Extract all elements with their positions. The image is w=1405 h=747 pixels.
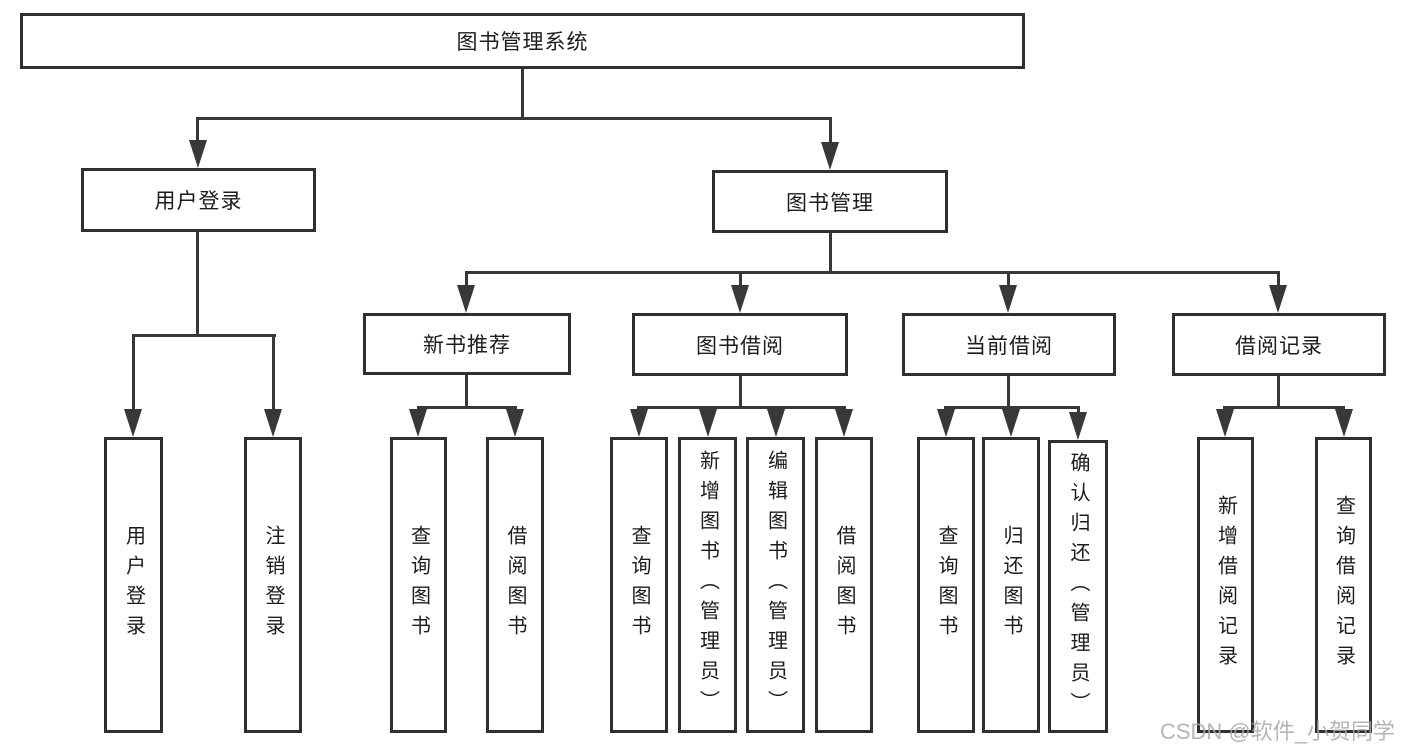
connector-vline [272, 334, 275, 412]
leaf-query-books-recommend: 查询图书 [390, 437, 447, 733]
node-current-borrowing: 当前借阅 [902, 313, 1116, 376]
connector-arrowhead [457, 285, 475, 313]
connector-arrowhead [264, 409, 282, 437]
leaf-borrow-books-borrowing-label: 借阅图书 [833, 525, 855, 645]
leaf-add-book-admin: 新增图书（管理员） [678, 437, 737, 733]
connector-arrowhead [999, 285, 1017, 313]
connector-vline [465, 271, 468, 288]
leaf-borrow-books-recommend-label: 借阅图书 [504, 525, 526, 645]
node-user-login: 用户登录 [81, 168, 316, 232]
connector-vline [196, 232, 199, 336]
connector-hline [196, 117, 832, 120]
leaf-query-borrow-record: 查询借阅记录 [1315, 437, 1372, 733]
leaf-add-borrow-record: 新增借阅记录 [1197, 437, 1254, 733]
leaf-query-books-recommend-label: 查询图书 [407, 525, 430, 645]
connector-arrowhead [630, 409, 648, 437]
leaf-user-login-label: 用户登录 [122, 525, 145, 645]
node-borrow-records-label: 借阅记录 [1235, 334, 1323, 358]
leaf-query-books-current: 查询图书 [917, 437, 975, 733]
leaf-logout: 注销登录 [244, 437, 302, 733]
connector-arrowhead [1335, 409, 1353, 437]
connector-hline [417, 406, 517, 409]
leaf-edit-book-admin-label: 编辑图书（管理员） [764, 450, 787, 720]
connector-arrowhead [821, 142, 839, 170]
connector-arrowhead [124, 409, 142, 437]
connector-arrowhead [731, 285, 749, 313]
connector-vline [1007, 271, 1010, 288]
connector-hline [132, 334, 276, 337]
leaf-query-books-borrowing: 查询图书 [610, 437, 668, 733]
node-book-borrowing-label: 图书借阅 [696, 334, 784, 358]
leaf-return-books: 归还图书 [982, 437, 1040, 733]
connector-hline [1223, 406, 1345, 409]
connector-vline [1077, 406, 1080, 415]
connector-arrowhead [409, 409, 427, 437]
node-book-borrowing: 图书借阅 [632, 313, 848, 376]
connector-arrowhead [835, 409, 853, 437]
leaf-borrow-books-borrowing: 借阅图书 [815, 437, 873, 733]
node-new-book-recommend-label: 新书推荐 [423, 334, 511, 357]
connector-arrowhead [699, 409, 717, 437]
leaf-query-borrow-record-label: 查询借阅记录 [1332, 495, 1355, 675]
connector-arrowhead [1002, 409, 1020, 437]
leaf-add-book-admin-label: 新增图书（管理员） [696, 450, 719, 720]
node-root-label: 图书管理系统 [456, 31, 589, 54]
connector-vline [465, 375, 468, 408]
node-book-management: 图书管理 [712, 170, 948, 233]
connector-arrowhead [767, 409, 785, 437]
leaf-return-books-label: 归还图书 [1000, 525, 1022, 645]
connector-vline [196, 117, 199, 143]
connector-hline [637, 406, 846, 409]
connector-vline [1277, 271, 1280, 288]
leaf-confirm-return-admin: 确认归还（管理员） [1048, 440, 1108, 733]
leaf-add-borrow-record-label: 新增借阅记录 [1214, 495, 1237, 675]
node-borrow-records: 借阅记录 [1172, 313, 1386, 376]
connector-arrowhead [1216, 409, 1234, 437]
leaf-confirm-return-admin-label: 确认归还（管理员） [1067, 451, 1089, 722]
leaf-user-login: 用户登录 [104, 437, 163, 733]
leaf-query-books-borrowing-label: 查询图书 [628, 525, 650, 645]
watermark: CSDN @软件_小贺同学 [1159, 719, 1395, 744]
connector-vline [1007, 376, 1010, 408]
connector-vline [739, 376, 742, 408]
connector-vline [132, 334, 135, 412]
connector-arrowhead [937, 409, 955, 437]
connector-arrowhead [1269, 285, 1287, 313]
connector-vline [829, 117, 832, 144]
node-user-login-label: 用户登录 [154, 190, 243, 213]
connector-vline [1277, 376, 1280, 408]
connector-hline [465, 271, 1280, 274]
connector-arrowhead [1069, 412, 1087, 440]
leaf-query-books-current-label: 查询图书 [935, 525, 957, 645]
node-current-borrowing-label: 当前借阅 [965, 334, 1053, 358]
node-new-book-recommend: 新书推荐 [363, 313, 571, 375]
node-book-management-label: 图书管理 [786, 191, 874, 215]
leaf-logout-label: 注销登录 [262, 525, 284, 645]
connector-vline [829, 233, 832, 273]
connector-vline [739, 271, 742, 288]
node-root: 图书管理系统 [20, 13, 1025, 69]
leaf-borrow-books-recommend: 借阅图书 [486, 437, 544, 733]
connector-arrowhead [189, 140, 207, 168]
connector-vline [521, 69, 524, 118]
leaf-edit-book-admin: 编辑图书（管理员） [746, 437, 805, 733]
connector-arrowhead [506, 409, 524, 437]
